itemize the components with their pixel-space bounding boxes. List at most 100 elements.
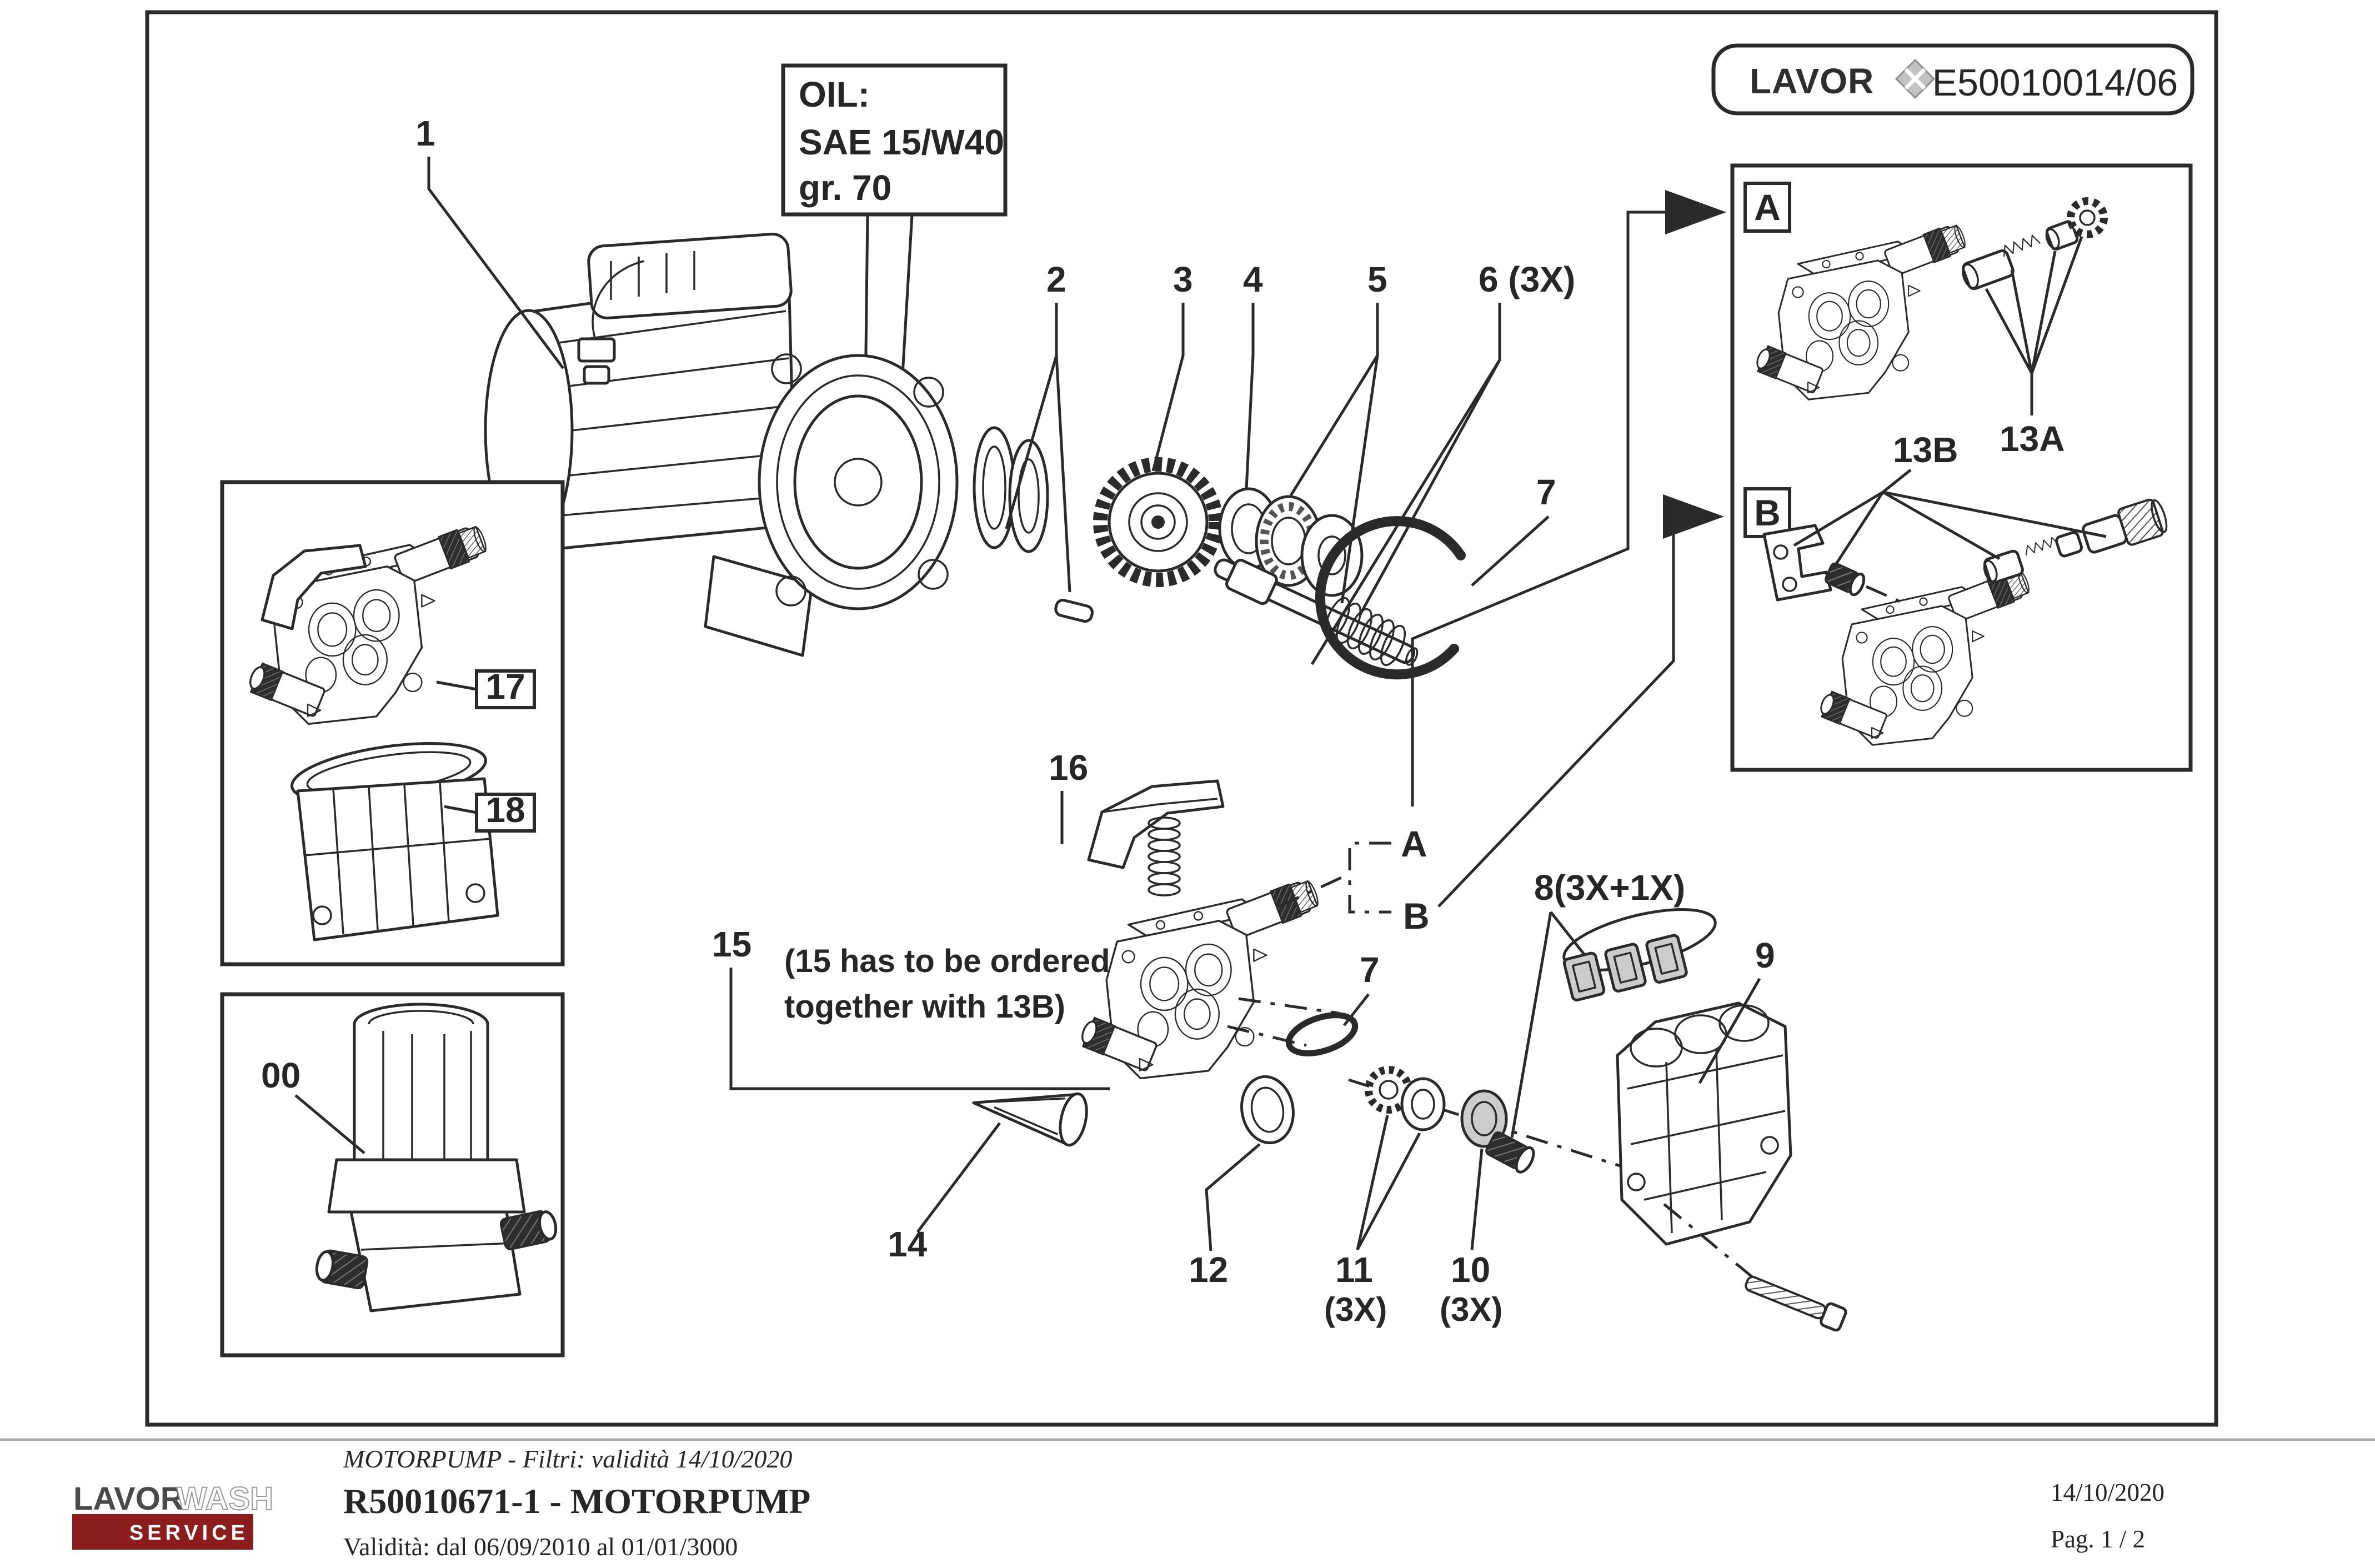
leader-15 <box>729 968 1110 1090</box>
complete-unit-drawing <box>315 1003 558 1312</box>
o-ring-drawing <box>1285 1012 1359 1056</box>
leader-1 <box>427 157 565 369</box>
callout-4: 4 <box>1243 259 1263 299</box>
inset-a-label: A <box>1754 187 1781 228</box>
bolt-drawing <box>1663 1203 1847 1332</box>
callout-3: 3 <box>1173 259 1193 299</box>
order-note-line1: (15 has to be ordered <box>784 943 1110 979</box>
footer-series-line: MOTORPUMP - Filtri: validità 14/10/2020 <box>343 1445 792 1473</box>
plug-8-drawing <box>1485 1131 1535 1174</box>
footer-title: R50010671-1 - MOTORPUMP <box>343 1481 810 1521</box>
leader-9 <box>1698 978 1761 1084</box>
footer-page: Pag. 1 / 2 <box>2051 1525 2145 1553</box>
leader-12 <box>1205 1143 1261 1251</box>
leader-8b <box>1510 911 1552 1138</box>
oil-note-grade: gr. 70 <box>799 168 891 208</box>
leader-8a <box>1550 911 1585 955</box>
callout-1: 1 <box>415 113 435 153</box>
leader-00 <box>294 1094 365 1154</box>
leader-3 <box>1151 303 1185 472</box>
handle-17-drawing <box>260 544 367 630</box>
leader-5b <box>1340 355 1379 604</box>
callout-00: 00 <box>261 1055 300 1095</box>
ab-reference: A B <box>1277 190 1726 936</box>
leader-14 <box>916 1122 1001 1233</box>
callout-10-qty: (3X) <box>1440 1291 1502 1328</box>
axis-7a <box>1238 997 1339 1015</box>
leader-13a-4 <box>2030 236 2083 374</box>
footer: LAVOR WASH SERVICE MOTORPUMP - Filtri: v… <box>72 1445 2164 1561</box>
leader-13b-3 <box>1882 490 2001 560</box>
logo-service-band <box>72 1514 253 1550</box>
inset-box-17-18: 17 18 <box>220 480 565 966</box>
handle-16-drawing <box>1087 779 1225 896</box>
callout-11-qty: (3X) <box>1324 1291 1387 1328</box>
brand-logo-text: LAVOR <box>1750 61 1874 101</box>
footer-date: 14/10/2020 <box>2051 1479 2164 1506</box>
parts-13b-drawing <box>1762 498 2168 606</box>
inset-18-label: 18 <box>485 790 525 830</box>
leader-7-mid <box>1343 993 1370 1026</box>
connector-a <box>1411 190 1726 806</box>
order-note-line2: together with 13B) <box>784 989 1065 1025</box>
leader-4 <box>1245 303 1255 489</box>
callout-5: 5 <box>1367 259 1387 299</box>
inset-a-label-box <box>1743 182 1791 233</box>
leader-7-top <box>1471 515 1550 587</box>
callout-7-mid: 7 <box>1360 950 1380 990</box>
callout-7-top: 7 <box>1536 472 1556 512</box>
oil-note-box <box>781 63 1008 217</box>
title-block-box <box>1711 43 2194 116</box>
callout-13b: 13B <box>1893 430 1958 470</box>
callout-15: 15 <box>712 924 751 964</box>
valve-set-8-drawing <box>1485 908 1717 1174</box>
footer-validity: Validità: dal 06/09/2010 al 01/01/3000 <box>343 1532 738 1561</box>
inset-box-00: 00 <box>220 992 565 1357</box>
callout-9: 9 <box>1755 935 1775 975</box>
manifold-18-drawing <box>290 742 499 941</box>
callout-13a: 13A <box>2000 419 2065 459</box>
parts-13a-drawing <box>1962 197 2108 290</box>
oil-note-title: OIL: <box>799 74 870 114</box>
leader-13b-4 <box>1882 490 2107 538</box>
oil-note-spec: SAE 15/W40 <box>799 122 1004 162</box>
callout-16: 16 <box>1049 748 1088 788</box>
callout-12: 12 <box>1189 1250 1228 1290</box>
label-box-17 <box>475 669 536 709</box>
connector-b <box>1437 494 1724 908</box>
callout-10: 10 <box>1451 1250 1490 1290</box>
axis-7b <box>1227 1025 1307 1047</box>
motor-drawing <box>484 232 959 657</box>
callout-6: 6 (3X) <box>1479 259 1575 299</box>
seal-12-drawing <box>1240 1075 1295 1145</box>
leader-18 <box>444 805 477 814</box>
crankcase-drawing <box>758 353 959 610</box>
drivetrain-parts-drawing <box>973 426 1466 680</box>
leader-11b <box>1356 1132 1421 1251</box>
inset-b-label: B <box>1754 492 1781 533</box>
callout-8: 8(3X+1X) <box>1534 868 1685 908</box>
logo-wash-text: WASH <box>177 1481 273 1517</box>
callout-ref-b: B <box>1403 895 1430 936</box>
leader-6b <box>1310 359 1501 665</box>
leader-13a-3 <box>2030 251 2057 374</box>
leader-10 <box>1470 1148 1484 1250</box>
lavorwash-logo: LAVOR WASH SERVICE <box>72 1480 274 1550</box>
inset-17-label: 17 <box>485 667 525 707</box>
document-number: E50010014/06 <box>1932 62 2178 104</box>
leader-13a-2 <box>2010 269 2033 374</box>
callout-14: 14 <box>888 1224 928 1264</box>
leader-13b-2 <box>1833 491 1885 567</box>
logo-lavor-text: LAVOR <box>73 1481 184 1517</box>
leader-11a <box>1356 1115 1389 1250</box>
inset-b-label-box <box>1743 487 1791 538</box>
callout-ref-a: A <box>1401 823 1427 864</box>
inset-box-ab: A 13A B <box>1730 163 2193 772</box>
filter-14-drawing <box>972 1092 1088 1147</box>
title-block: LAVOR E50010014/06 <box>1711 43 2194 116</box>
callout-11: 11 <box>1335 1250 1373 1290</box>
callout-2: 2 <box>1046 259 1066 299</box>
oil-note: OIL: SAE 15/W40 gr. 70 <box>781 63 1008 497</box>
washer-11-drawing <box>1365 1066 1446 1131</box>
